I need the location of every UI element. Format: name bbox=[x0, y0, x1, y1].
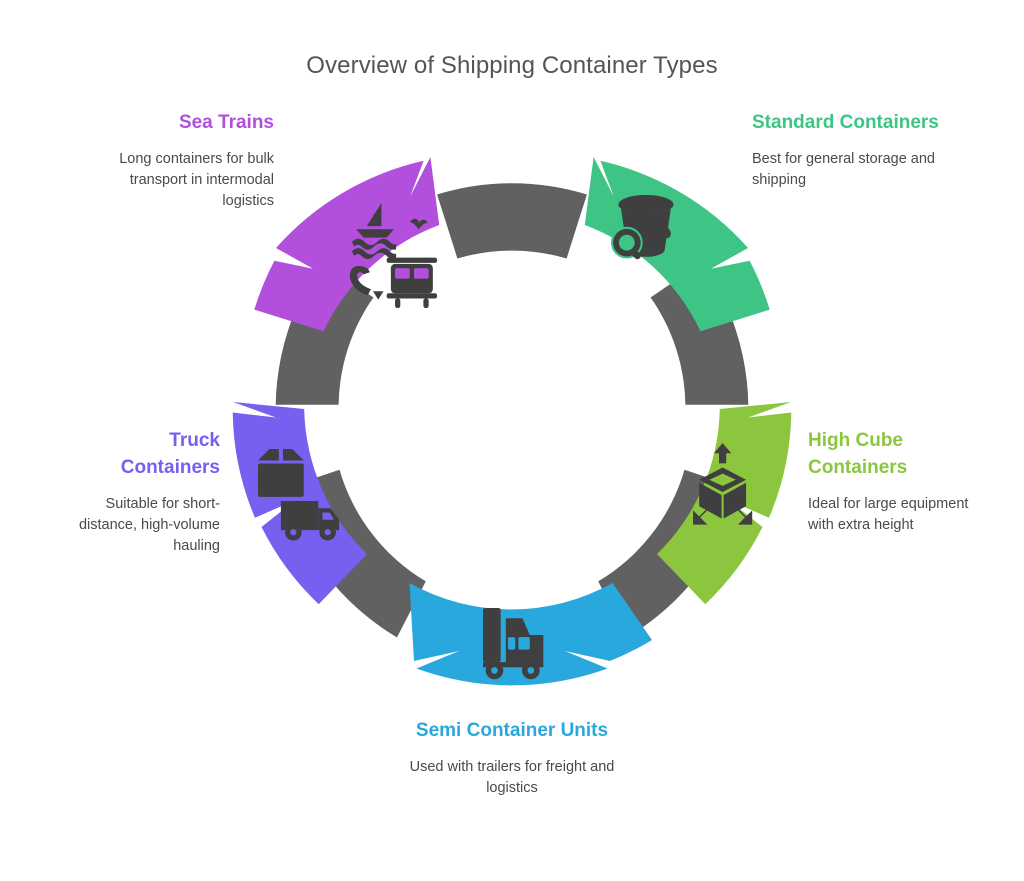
segment-semi-shape[interactable] bbox=[409, 583, 653, 686]
ship-train-icon bbox=[349, 203, 438, 308]
ring-arc-top bbox=[437, 183, 587, 259]
segment-sea-trains[interactable] bbox=[254, 157, 440, 332]
callout-semi: Semi Container Units Used with trailers … bbox=[408, 718, 616, 799]
semi-truck-icon bbox=[483, 608, 544, 680]
callout-semi-title: Semi Container Units bbox=[415, 720, 609, 741]
ring-arc-upper-right bbox=[650, 262, 749, 405]
callout-high-cube-title: High Cube Containers bbox=[808, 430, 908, 478]
callout-standard-description: Best for general storage and shipping bbox=[752, 150, 935, 188]
segment-sea-trains-shape[interactable] bbox=[254, 157, 440, 332]
callout-high-cube: High Cube Containers Ideal for large equ… bbox=[808, 428, 998, 536]
callout-sea-trains-description: Long containers for bulk transport in in… bbox=[119, 150, 274, 209]
bucket-search-icon bbox=[610, 194, 674, 260]
callout-truck: Truck Containers Suitable for short-dist… bbox=[72, 428, 220, 557]
callout-semi-description: Used with trailers for freight and logis… bbox=[409, 758, 615, 796]
ring-arc-upper-left bbox=[275, 262, 374, 405]
callout-truck-title: Truck Containers bbox=[120, 430, 220, 478]
callout-truck-description: Suitable for short-distance, high-volume… bbox=[78, 495, 220, 554]
segment-semi[interactable] bbox=[409, 583, 653, 686]
callout-sea-trains: Sea Trains Long containers for bulk tran… bbox=[96, 110, 274, 212]
callout-standard: Standard Containers Best for general sto… bbox=[752, 110, 952, 191]
delivery-truck-box-icon bbox=[258, 449, 340, 541]
callout-sea-trains-title: Sea Trains bbox=[178, 112, 274, 133]
callout-high-cube-description: Ideal for large equipment with extra hei… bbox=[808, 495, 969, 533]
page-title: Overview of Shipping Container Types bbox=[306, 52, 718, 79]
callout-standard-title: Standard Containers bbox=[752, 112, 939, 133]
